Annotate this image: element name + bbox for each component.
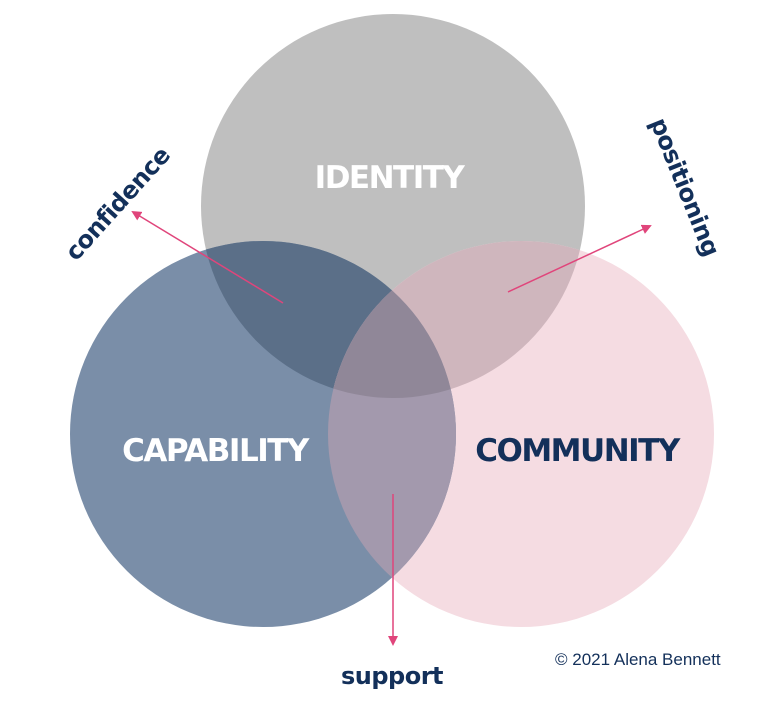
- overlap-center: [328, 241, 456, 398]
- label-identity: IDENTITY: [315, 160, 466, 196]
- label-capability: CAPABILITY: [122, 433, 310, 469]
- label-positioning: positioning: [644, 114, 725, 260]
- label-confidence: confidence: [60, 141, 176, 266]
- label-community: COMMUNITY: [475, 433, 681, 469]
- arrow-confidence: [131, 210, 284, 304]
- label-support: support: [341, 662, 443, 690]
- copyright-text: © 2021 Alena Bennett: [555, 650, 721, 669]
- arrow-positioning: [507, 224, 652, 293]
